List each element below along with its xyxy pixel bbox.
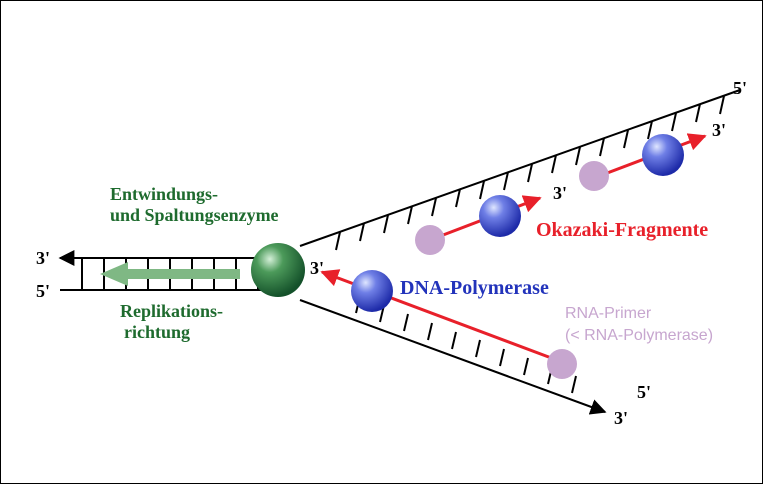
end-leading-start: 3' bbox=[310, 258, 324, 278]
end-lower-arm-5: 5' bbox=[637, 382, 651, 402]
dna-polymerase-upper-1 bbox=[479, 195, 521, 237]
label-enzyme-line2: und Spaltungsenzyme bbox=[110, 205, 279, 225]
label-replication-line1: Replikations- bbox=[120, 301, 223, 321]
labels: Entwindungs- und Spaltungsenzyme Okazaki… bbox=[110, 184, 713, 344]
label-okazaki: Okazaki-Fragmente bbox=[536, 219, 708, 241]
label-primer-line1: RNA-Primer bbox=[565, 305, 652, 322]
rna-primer-2 bbox=[579, 161, 609, 191]
end-upper-fragment-1: 3' bbox=[553, 183, 567, 203]
unwinding-enzyme bbox=[251, 243, 305, 297]
dna-polymerase-upper-2 bbox=[642, 134, 684, 176]
parental-dna-double-strand bbox=[58, 250, 272, 291]
dna-polymerase-leading bbox=[351, 270, 393, 312]
label-replication-line2: richtung bbox=[124, 322, 190, 342]
end-lower-arm-3: 3' bbox=[614, 408, 628, 428]
upper-template-arm bbox=[299, 89, 741, 255]
label-polymerase: DNA-Polymerase bbox=[400, 277, 549, 299]
end-upper-arm: 5' bbox=[733, 78, 747, 98]
end-left-bottom: 5' bbox=[36, 281, 50, 301]
lower-arm-rungs bbox=[355, 295, 577, 394]
strand-end-labels: 3' 5' 5' 3' 3' 3' 5' 3' bbox=[36, 78, 747, 428]
lower-template-strand bbox=[299, 299, 607, 415]
end-upper-fragment-2: 3' bbox=[712, 120, 726, 140]
lower-template-arm bbox=[299, 269, 607, 415]
upper-template-strand bbox=[299, 89, 741, 247]
label-primer-line2: (< RNA-Polymerase) bbox=[565, 327, 713, 344]
upper-arm-rungs bbox=[335, 95, 725, 251]
rna-primer-leading bbox=[547, 349, 577, 379]
end-left-top: 3' bbox=[36, 248, 50, 268]
label-enzyme-line1: Entwindungs- bbox=[110, 184, 218, 204]
replication-direction-arrow bbox=[100, 262, 240, 286]
rna-primer-1 bbox=[415, 225, 445, 255]
